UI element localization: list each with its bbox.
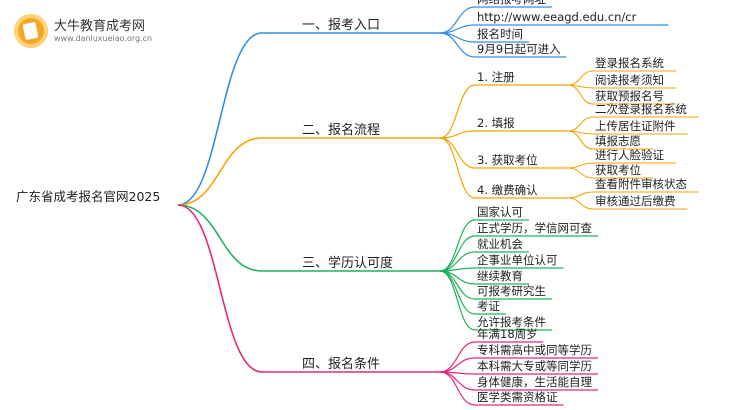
item-connector xyxy=(439,371,476,406)
branch-node: 二、报名流程 xyxy=(302,122,380,138)
item-connector xyxy=(439,341,476,373)
leaf-connector xyxy=(567,191,594,199)
leaf-node: 进行人脸验证 xyxy=(595,148,664,162)
item-node: 允许报考条件 xyxy=(477,315,546,329)
site-logo: 大牛教育成考网 www.daniuxueiao.org.cn xyxy=(14,12,164,52)
item-node: 年满18周岁 xyxy=(477,327,538,341)
item-node: 4. 缴费确认 xyxy=(477,183,538,197)
item-node: 本科需大专或等同学历 xyxy=(477,359,592,373)
item-node: http://www.eeagd.edu.cn/cr xyxy=(477,10,637,24)
item-node: 报名时间 xyxy=(477,27,523,41)
item-connector xyxy=(439,219,476,272)
item-node: 医学类需资格证 xyxy=(477,390,558,404)
item-connector xyxy=(439,270,476,300)
item-connector xyxy=(439,137,476,169)
item-connector xyxy=(439,84,476,139)
item-connector xyxy=(439,357,476,373)
item-node: 9月9日起可进入 xyxy=(477,42,561,56)
branch-connector xyxy=(177,204,263,272)
leaf-node: 审核通过后缴费 xyxy=(595,194,676,208)
leaf-connector xyxy=(567,116,594,132)
item-node: 就业机会 xyxy=(477,237,523,251)
leaf-node: 获取考位 xyxy=(595,163,641,177)
branch-connector xyxy=(177,137,263,206)
item-connector xyxy=(439,235,476,272)
leaf-connector xyxy=(567,167,594,179)
item-node: 1. 注册 xyxy=(477,70,515,84)
item-node: 专科需高中或同等学历 xyxy=(477,343,592,357)
logo-url: www.daniuxueiao.org.cn xyxy=(54,34,153,43)
leaf-node: 获取预报名号 xyxy=(595,89,664,103)
leaf-node: 上传居住证附件 xyxy=(595,119,676,133)
item-node: 2. 填报 xyxy=(477,116,515,130)
branch-node: 四、报名条件 xyxy=(302,356,380,372)
item-node: 国家认可 xyxy=(477,205,523,219)
logo-title: 大牛教育成考网 xyxy=(54,19,146,34)
leaf-connector xyxy=(567,70,594,86)
item-node: 可报考研究生 xyxy=(477,284,546,298)
root-node: 广东省成考报名官网2025 xyxy=(16,189,160,204)
leaf-node: 查看附件审核状态 xyxy=(595,177,687,191)
branch-node: 一、报考入口 xyxy=(302,18,380,33)
item-connector xyxy=(439,270,476,331)
item-node: 网络报考网址 xyxy=(477,0,546,6)
leaf-node: 阅读报考须知 xyxy=(595,73,664,87)
leaf-connector xyxy=(567,197,594,210)
logo-badge-icon xyxy=(14,14,48,48)
branch-connector xyxy=(177,204,263,373)
item-connector xyxy=(439,130,476,139)
mind-map-edges xyxy=(177,6,699,406)
item-node: 正式学历，学信网可查 xyxy=(477,221,592,235)
item-connector xyxy=(439,137,476,199)
leaf-connector xyxy=(567,84,594,105)
branch-connector xyxy=(177,32,263,206)
item-node: 身体健康，生活能自理 xyxy=(477,375,592,389)
item-node: 考证 xyxy=(477,299,500,313)
leaf-connector xyxy=(567,130,594,150)
leaf-node: 填报志愿 xyxy=(595,134,641,148)
leaf-connector xyxy=(567,162,594,169)
item-node: 继续教育 xyxy=(477,269,523,283)
mind-map-nodes: 广东省成考报名官网2025 一、报考入口 网络报考网址 http://www.eeag… xyxy=(16,0,687,404)
item-node: 3. 获取考位 xyxy=(477,153,538,167)
item-connector xyxy=(439,32,476,58)
leaf-node: 登录报名系统 xyxy=(595,56,664,70)
leaf-node: 二次登录报名系统 xyxy=(595,102,687,116)
item-node: 企事业单位认可 xyxy=(477,253,558,267)
branch-node: 三、学历认可度 xyxy=(302,255,393,271)
